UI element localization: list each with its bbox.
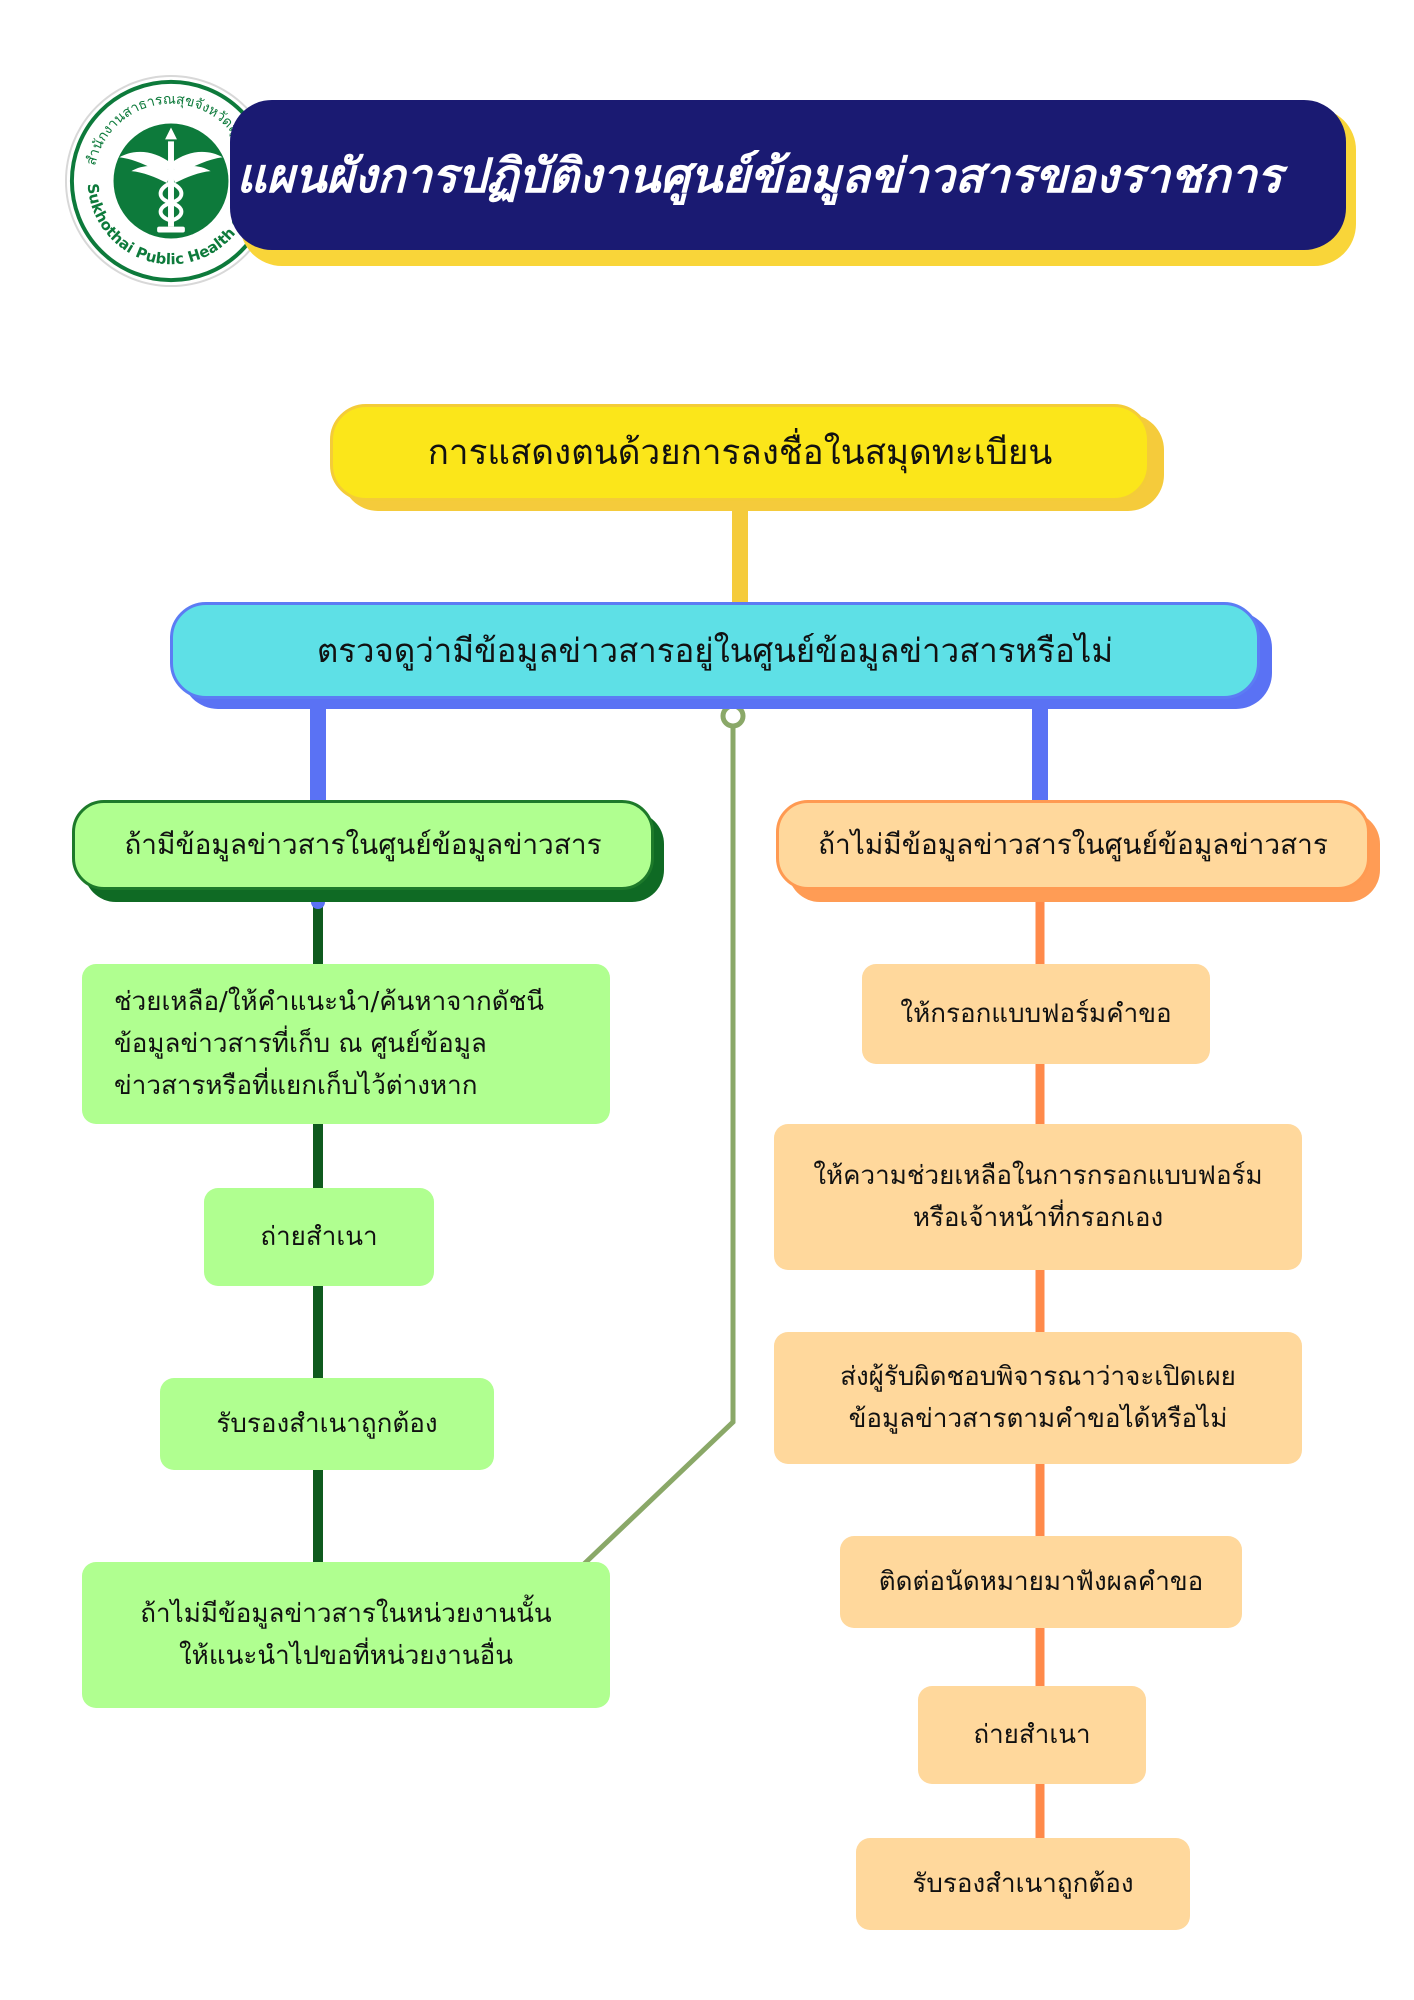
check-node-label: ตรวจดูว่ามีข้อมูลข่าวสารอยู่ในศูนย์ข้อมู… <box>316 631 1114 670</box>
left-step-1-label: ช่วยเหลือ/ให้คำแนะนำ/ค้นหาจากดัชนี ข้อมู… <box>114 987 545 1101</box>
right-step-6: รับรองสำเนาถูกต้อง <box>856 1838 1190 1930</box>
page-title: แผนผังการปฏิบัติงานศูนย์ข้อมูลข่าวสารของ… <box>236 148 1282 204</box>
right-step-4-label: ติดต่อนัดหมายมาฟังผลคำขอ <box>878 1567 1204 1597</box>
left-step-4: ถ้าไม่มีข้อมูลข่าวสารในหน่วยงานนั้น ให้แ… <box>82 1562 610 1708</box>
connector-check-to-otherunit <box>582 718 736 1566</box>
start-node-label: การแสดงตนด้วยการลงชื่อในสมุดทะเบียน <box>427 433 1053 473</box>
right-step-2-label: ให้ความช่วยเหลือในการกรอกแบบฟอร์ม หรือเจ… <box>813 1161 1263 1233</box>
right-step-4: ติดต่อนัดหมายมาฟังผลคำขอ <box>840 1536 1242 1628</box>
start-node: การแสดงตนด้วยการลงชื่อในสมุดทะเบียน <box>330 404 1150 501</box>
right-step-5-label: ถ่ายสำเนา <box>973 1720 1091 1750</box>
yes-branch-node: ถ้ามีข้อมูลข่าวสารในศูนย์ข้อมูลข่าวสาร <box>72 800 654 890</box>
no-branch-label: ถ้าไม่มีข้อมูลข่าวสารในศูนย์ข้อมูลข่าวสา… <box>818 828 1328 861</box>
left-step-4-label: ถ้าไม่มีข้อมูลข่าวสารในหน่วยงานนั้น ให้แ… <box>140 1599 552 1671</box>
right-step-1: ให้กรอกแบบฟอร์มคำขอ <box>862 964 1210 1064</box>
right-step-5: ถ่ายสำเนา <box>918 1686 1146 1784</box>
right-step-3: ส่งผู้รับผิดชอบพิจารณาว่าจะเปิดเผย ข้อมู… <box>774 1332 1302 1464</box>
right-step-3-label: ส่งผู้รับผิดชอบพิจารณาว่าจะเปิดเผย ข้อมู… <box>840 1362 1236 1434</box>
no-branch-node: ถ้าไม่มีข้อมูลข่าวสารในศูนย์ข้อมูลข่าวสา… <box>776 800 1370 890</box>
right-step-1-label: ให้กรอกแบบฟอร์มคำขอ <box>900 999 1172 1029</box>
left-step-1: ช่วยเหลือ/ให้คำแนะนำ/ค้นหาจากดัชนี ข้อมู… <box>82 964 610 1124</box>
sukhothai-health-office-seal: สำนักงานสาธารณสุขจังหวัดสุโขทัย Sukhotha… <box>64 74 278 288</box>
right-step-2: ให้ความช่วยเหลือในการกรอกแบบฟอร์ม หรือเจ… <box>774 1124 1302 1270</box>
left-step-3-label: รับรองสำเนาถูกต้อง <box>216 1409 438 1439</box>
left-step-2-label: ถ่ายสำเนา <box>260 1222 378 1252</box>
connector-check-dot <box>720 703 746 729</box>
left-step-2: ถ่ายสำเนา <box>204 1188 434 1286</box>
yes-branch-label: ถ้ามีข้อมูลข่าวสารในศูนย์ข้อมูลข่าวสาร <box>124 828 602 861</box>
check-node: ตรวจดูว่ามีข้อมูลข่าวสารอยู่ในศูนย์ข้อมู… <box>170 602 1260 699</box>
left-step-3: รับรองสำเนาถูกต้อง <box>160 1378 494 1470</box>
header-banner: แผนผังการปฏิบัติงานศูนย์ข้อมูลข่าวสารของ… <box>230 100 1346 250</box>
right-step-6-label: รับรองสำเนาถูกต้อง <box>912 1869 1134 1899</box>
